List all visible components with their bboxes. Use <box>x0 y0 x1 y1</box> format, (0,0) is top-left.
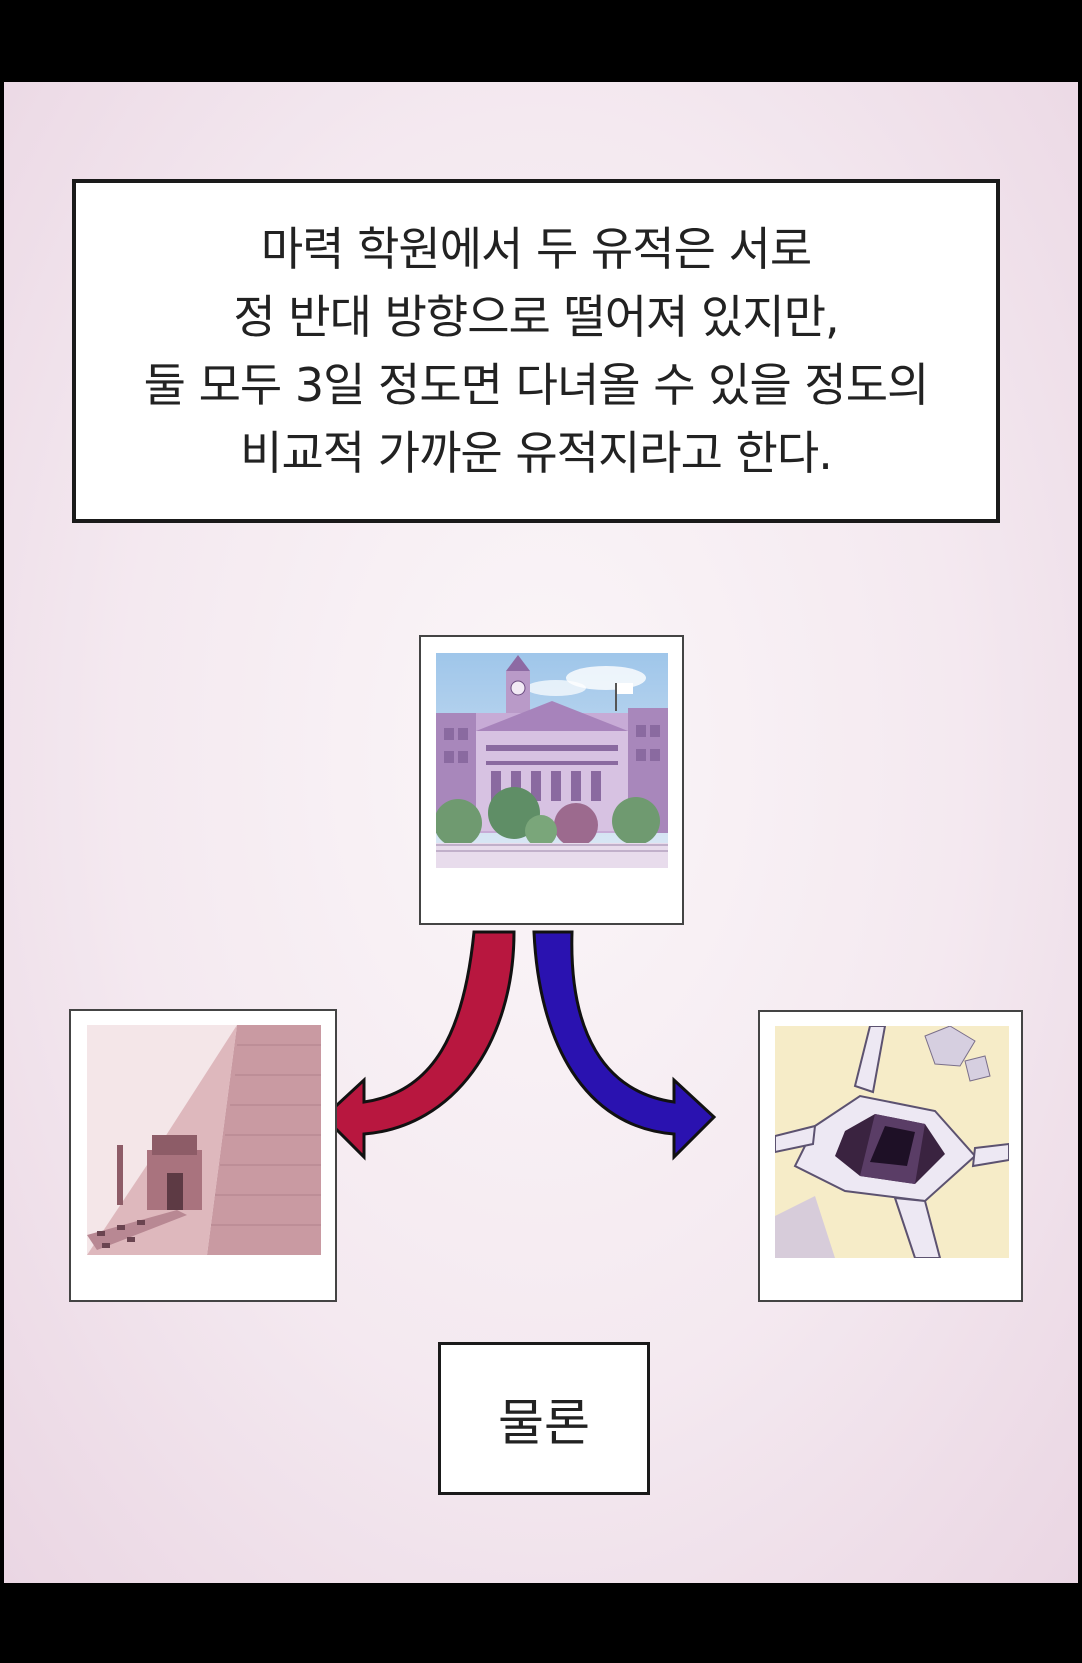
speech-text: 물론 <box>498 1393 590 1452</box>
direction-arrows <box>324 930 717 1161</box>
narration-box: 마력 학원에서 두 유적은 서로 정 반대 방향으로 떨어져 있지만, 둘 모두… <box>72 179 1000 523</box>
left-arrow <box>324 930 516 1161</box>
academy-photo <box>419 635 684 925</box>
narration-line: 마력 학원에서 두 유적은 서로 <box>260 222 812 276</box>
pit-photo <box>758 1010 1023 1302</box>
speech-bubble: 물론 <box>438 1342 650 1495</box>
right-arrow <box>532 930 717 1161</box>
pyramid-ruin-image <box>87 1025 321 1255</box>
pyramid-photo <box>69 1009 337 1302</box>
pit-ruin-image <box>775 1026 1009 1258</box>
narration-line: 둘 모두 3일 정도면 다녀올 수 있을 정도의 <box>143 358 930 412</box>
narration-line: 정 반대 방향으로 떨어져 있지만, <box>233 290 839 344</box>
comic-panel: 마력 학원에서 두 유적은 서로 정 반대 방향으로 떨어져 있지만, 둘 모두… <box>4 82 1078 1583</box>
bottom-letterbox <box>0 1583 1082 1663</box>
narration-line: 비교적 가까운 유적지라고 한다. <box>240 426 833 480</box>
top-letterbox <box>0 0 1082 82</box>
academy-building-image <box>436 653 668 868</box>
